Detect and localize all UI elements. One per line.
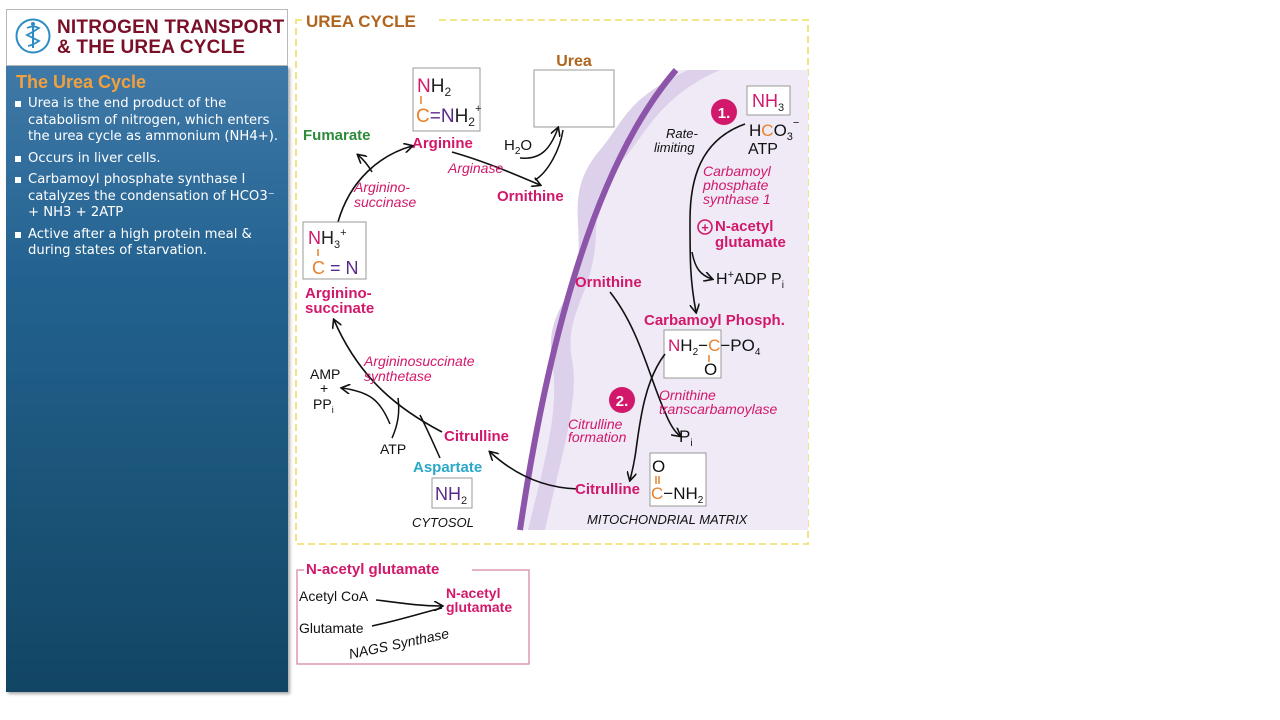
fumarate-label: Fumarate [303, 127, 371, 144]
nag-activator-label-1: N-acetyl [715, 218, 773, 235]
caduceus-logo-icon [15, 18, 51, 54]
aspartate-label: Aspartate [413, 459, 482, 476]
amp-release-arrow [342, 388, 391, 425]
products-label: H+ADP Pi [716, 269, 784, 291]
bullet-list: Urea is the end product of the catabolis… [14, 96, 284, 265]
argininosuccinate-label-2: succinate [305, 300, 374, 317]
citrulline-mito-label: Citrulline [575, 481, 640, 498]
citrulline-cytosol-label: Citrulline [444, 428, 509, 445]
argininosuccinase-label-2: succinase [354, 194, 416, 210]
arginine-structure-bottom: C=NH2+ [416, 103, 481, 129]
cytosol-label: CYTOSOL [412, 515, 474, 530]
step-2-badge [609, 387, 635, 413]
cps1-arrow [689, 123, 746, 312]
atp-mito-label: ATP [748, 141, 778, 158]
aspartate-input-arrow [419, 414, 441, 459]
activator-plus-icon [697, 219, 713, 235]
arginine-structure-top: NH2 [417, 76, 451, 99]
argininosuccinase-arrow [337, 146, 412, 223]
carbamoyl-phosphate-structure: NH2−C−PO4 [668, 336, 761, 358]
ornithine-mito-label: Ornithine [575, 274, 642, 291]
cps1-label-3: synthase 1 [703, 191, 771, 207]
water-label: H2O [504, 137, 532, 157]
atp-input-arrow [391, 397, 400, 439]
urea-cycle-diagram: UREA CYCLE Urea NH2 C=NH2+ Arginine Fuma… [295, 12, 809, 665]
argininosuccinate-structure-top: NH3+ [308, 227, 347, 251]
cps1-label-1: Carbamoyl [703, 163, 772, 179]
nag-product-label-1: N-acetyl [446, 585, 500, 601]
glutamate-arrow [371, 607, 443, 627]
glutamate-label: Glutamate [299, 620, 364, 636]
bullet-item: Urea is the end product of the catabolis… [14, 96, 284, 146]
cps1-label-2: phosphate [702, 177, 769, 193]
aspartate-structure: NH2 [435, 484, 467, 507]
aspartate-structure-box [431, 477, 473, 509]
otc-label-2: transcarbamoylase [659, 401, 777, 417]
carbamoyl-phosphate-label: Carbamoyl Phosph. [644, 312, 785, 329]
carbamoyl-oxygen: O [704, 360, 717, 379]
atp-cytosol-label: ATP [380, 441, 406, 457]
nag-product-label-2: glutamate [446, 599, 512, 615]
cp-to-citrulline-arrow [630, 353, 666, 480]
arginase-arrow [451, 151, 540, 185]
argininosuccinase-label-1: Arginino- [353, 179, 410, 195]
page-title: NITROGEN TRANSPORT & THE UREA CYCLE [57, 17, 285, 58]
as-synthetase-label-2: synthetase [364, 368, 432, 384]
sidebar-heading: The Urea Cycle [16, 72, 147, 92]
products-arrow [691, 251, 712, 279]
urea-label: Urea [556, 53, 592, 70]
nh3-input-box [746, 85, 791, 116]
mitochondrion-outer-membrane [517, 68, 679, 531]
argininosuccinate-structure-bottom: C = N [312, 258, 359, 278]
ornithine-to-otc-arrow [609, 291, 680, 436]
citrulline-transport-arrow [490, 452, 579, 490]
urea-release-arrow [534, 129, 564, 181]
plus-label: + [320, 380, 328, 396]
header-panel: NITROGEN TRANSPORT & THE UREA CYCLE [6, 9, 288, 66]
citrulline-oxygen: O [652, 457, 665, 476]
fumarate-arrow [358, 155, 373, 173]
citrulline-structure: C−NH2 [651, 484, 704, 506]
acetyl-coa-label: Acetyl CoA [299, 588, 369, 604]
carbamoyl-phosphate-structure-box [663, 329, 722, 379]
step-2-number: 2. [616, 393, 629, 410]
section-title: UREA CYCLE [306, 12, 416, 31]
as-synthetase-label-1: Argininosuccinate [363, 353, 475, 369]
water-arrow [519, 128, 558, 159]
nh3-input: NH3 [752, 91, 784, 114]
hco3-input: HCO3− [749, 117, 799, 143]
citrulline-formation-label-2: formation [568, 429, 627, 445]
step-1-number: 1. [718, 105, 731, 122]
bullet-item: Active after a high protein meal & durin… [14, 227, 284, 260]
notes-sidebar: The Urea Cycle Urea is the end product o… [6, 66, 288, 692]
as-synthetase-arrow [334, 320, 443, 433]
nag-activator-label-2: glutamate [715, 234, 786, 251]
urea-structure-box [533, 69, 615, 128]
ornithine-cytosol-label: Ornithine [497, 188, 564, 205]
rate-limiting-label-2: limiting [654, 140, 695, 155]
activator-symbol: + [701, 220, 709, 235]
argininosuccinate-structure-box [302, 221, 367, 280]
otc-label-1: Ornithine [659, 387, 716, 403]
mitochondrion-matrix [520, 70, 808, 530]
arginine-label: Arginine [412, 135, 473, 152]
citrulline-formation-label-1: Citrulline [568, 416, 623, 432]
pi-label: Pi [679, 427, 693, 449]
nag-synthesis-box [296, 569, 530, 665]
mito-matrix-label: MITOCHONDRIAL MATRIX [587, 512, 749, 527]
nag-box-title: N-acetyl glutamate [306, 561, 439, 578]
step-1-badge [711, 99, 737, 125]
ppi-label: PPi [313, 396, 334, 415]
rate-limiting-label-1: Rate- [666, 126, 698, 141]
arginase-label: Arginase [447, 160, 503, 176]
amp-label: AMP [310, 366, 340, 382]
bullet-item: Occurs in liver cells. [14, 151, 284, 168]
argininosuccinate-label-1: Arginino- [305, 285, 372, 302]
acetyl-coa-arrow [375, 599, 442, 606]
bullet-item: Carbamoyl phosphate synthase I catalyzes… [14, 172, 284, 222]
arginine-structure-box [412, 67, 481, 132]
